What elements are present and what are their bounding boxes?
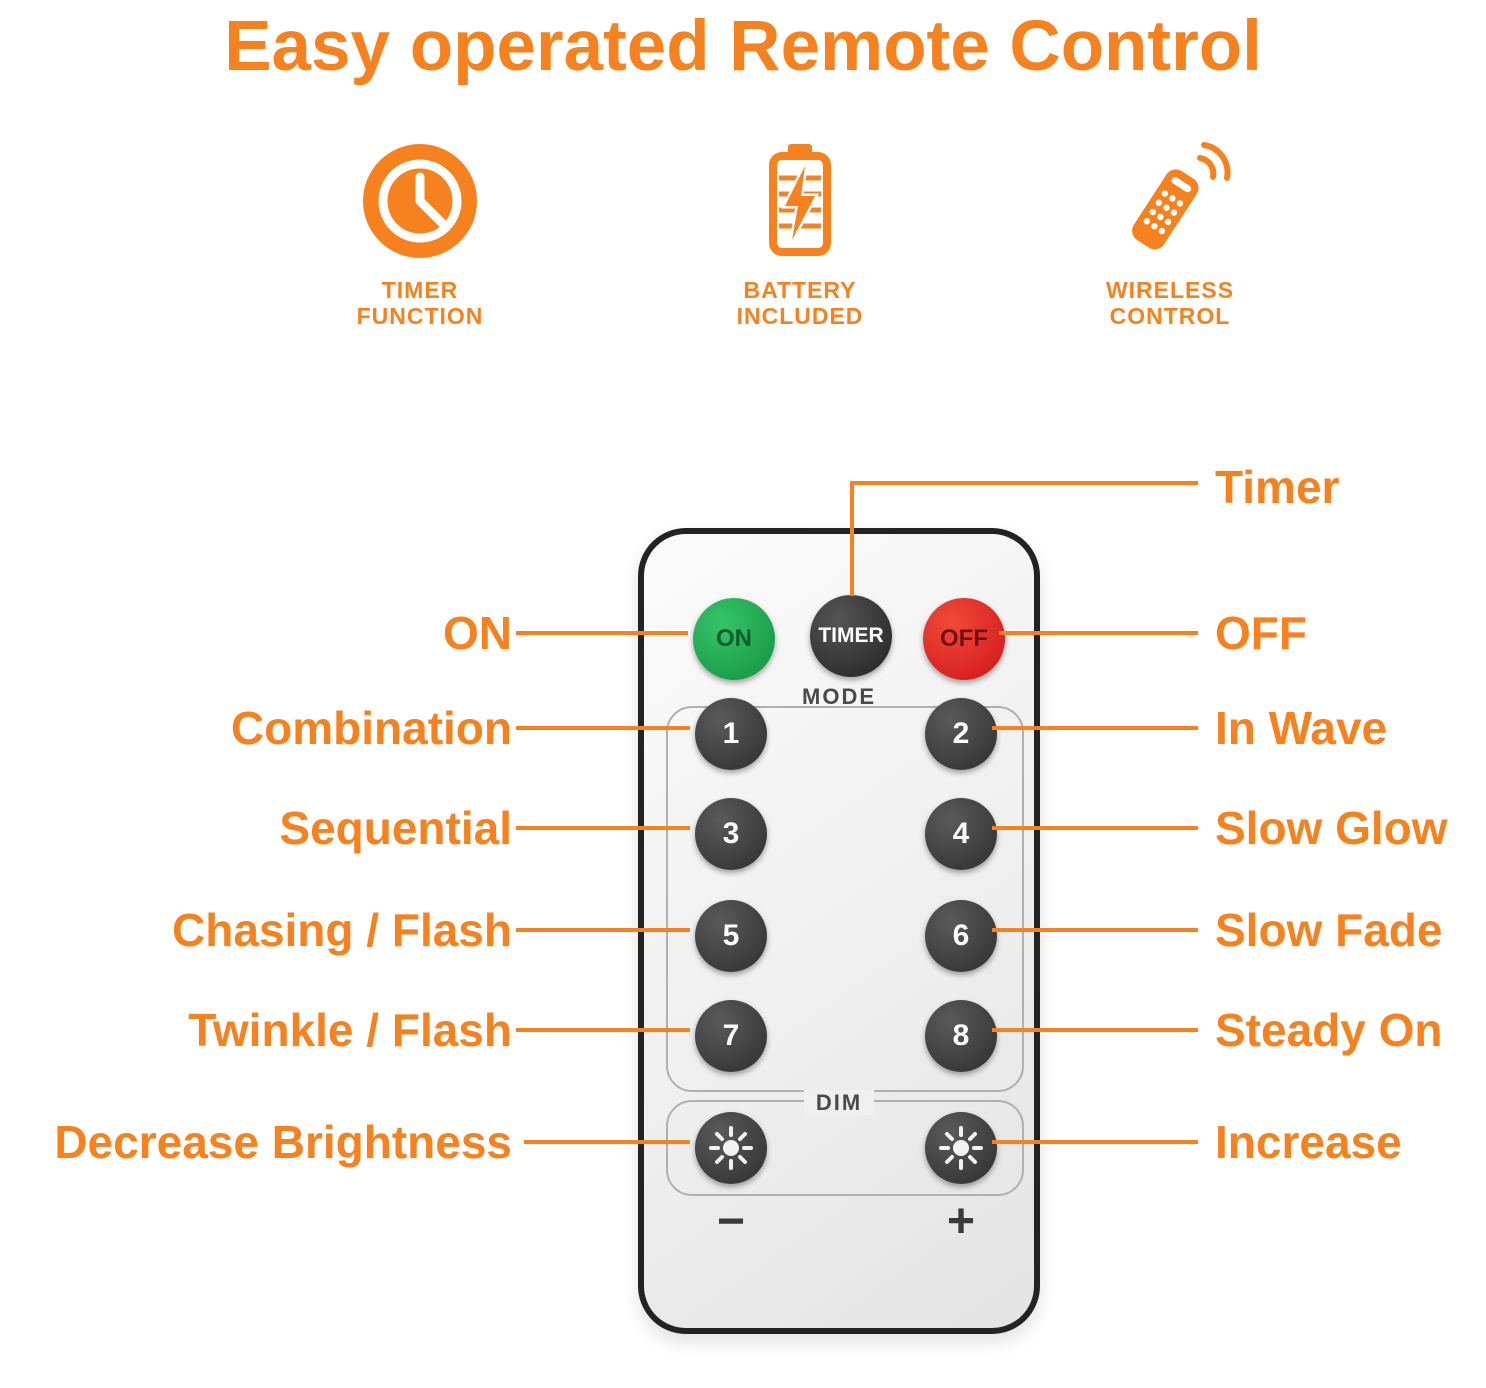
clock-icon	[363, 144, 477, 258]
mode-button-label: 4	[952, 817, 970, 850]
timer-button: TIMER	[810, 595, 892, 677]
feature-label: TIMER FUNCTION	[290, 277, 550, 330]
callout-slow-fade: Slow Fade	[1215, 904, 1443, 956]
callout-timer: Timer	[1215, 461, 1340, 513]
mode-button-3: 3	[695, 798, 767, 870]
callout-off: OFF	[1215, 607, 1307, 659]
feature-label: WIRELESS CONTROL	[1040, 277, 1300, 330]
callout-increase: Increase	[1215, 1116, 1402, 1168]
feature-label-line: TIMER	[381, 277, 459, 303]
mode-button-label: 2	[952, 717, 970, 750]
brightness-icon	[709, 1126, 753, 1170]
mode-button-label: 3	[722, 817, 740, 850]
feature-label-line: FUNCTION	[356, 303, 484, 330]
callout-sequential: Sequential	[279, 802, 512, 854]
mode-button-5: 5	[695, 900, 767, 972]
feature-timer-function: TIMER FUNCTION	[290, 136, 550, 330]
plus-symbol: +	[946, 1195, 976, 1248]
callout-steady-on: Steady On	[1215, 1004, 1443, 1056]
callout-decrease-brightness: Decrease Brightness	[54, 1116, 512, 1168]
dim-label: DIM	[644, 1090, 1034, 1116]
mode-button-label: 8	[952, 1019, 970, 1052]
dim-decrease-button	[695, 1112, 767, 1184]
mode-button-label: 5	[722, 919, 740, 952]
remote-icon	[1132, 142, 1231, 250]
feature-label-line: BATTERY	[743, 277, 857, 303]
feature-label: BATTERY INCLUDED	[670, 277, 930, 330]
off-button-label: OFF	[940, 625, 988, 652]
on-button-label: ON	[716, 625, 752, 652]
feature-label-line: WIRELESS	[1105, 277, 1235, 303]
minus-symbol: −	[716, 1195, 746, 1248]
mode-button-label: 7	[722, 1019, 740, 1052]
off-button: OFF	[923, 598, 1005, 680]
mode-button-2: 2	[925, 698, 997, 770]
feature-label-line: CONTROL	[1109, 303, 1231, 330]
callout-twinkle-flash: Twinkle / Flash	[188, 1004, 512, 1056]
feature-wireless-control: WIRELESS CONTROL	[1040, 136, 1300, 330]
feature-battery-included: BATTERY INCLUDED	[670, 136, 930, 330]
dim-increase-button	[925, 1112, 997, 1184]
mode-button-8: 8	[925, 1000, 997, 1072]
mode-button-label: 1	[722, 717, 740, 750]
feature-label-line: INCLUDED	[736, 303, 864, 330]
page-title: Easy operated Remote Control	[224, 7, 1262, 86]
mode-button-1: 1	[695, 698, 767, 770]
callout-on: ON	[443, 607, 512, 659]
mode-button-4: 4	[925, 798, 997, 870]
timer-button-label: TIMER	[818, 624, 884, 647]
dim-label-text: DIM	[803, 1090, 875, 1115]
callout-chasing-flash: Chasing / Flash	[172, 904, 512, 956]
remote-control-body: ON TIMER OFF MODE 1 2 3 4 5 6 7 8 DIM	[638, 528, 1040, 1334]
brightness-icon	[939, 1126, 983, 1170]
callout-combination: Combination	[230, 702, 512, 754]
mode-button-label: 6	[952, 919, 970, 952]
mode-button-6: 6	[925, 900, 997, 972]
callout-slow-glow: Slow Glow	[1215, 802, 1448, 854]
mode-label: MODE	[802, 684, 876, 709]
on-button: ON	[693, 598, 775, 680]
battery-icon	[769, 144, 831, 256]
callout-in-wave: In Wave	[1215, 702, 1388, 754]
mode-button-7: 7	[695, 1000, 767, 1072]
